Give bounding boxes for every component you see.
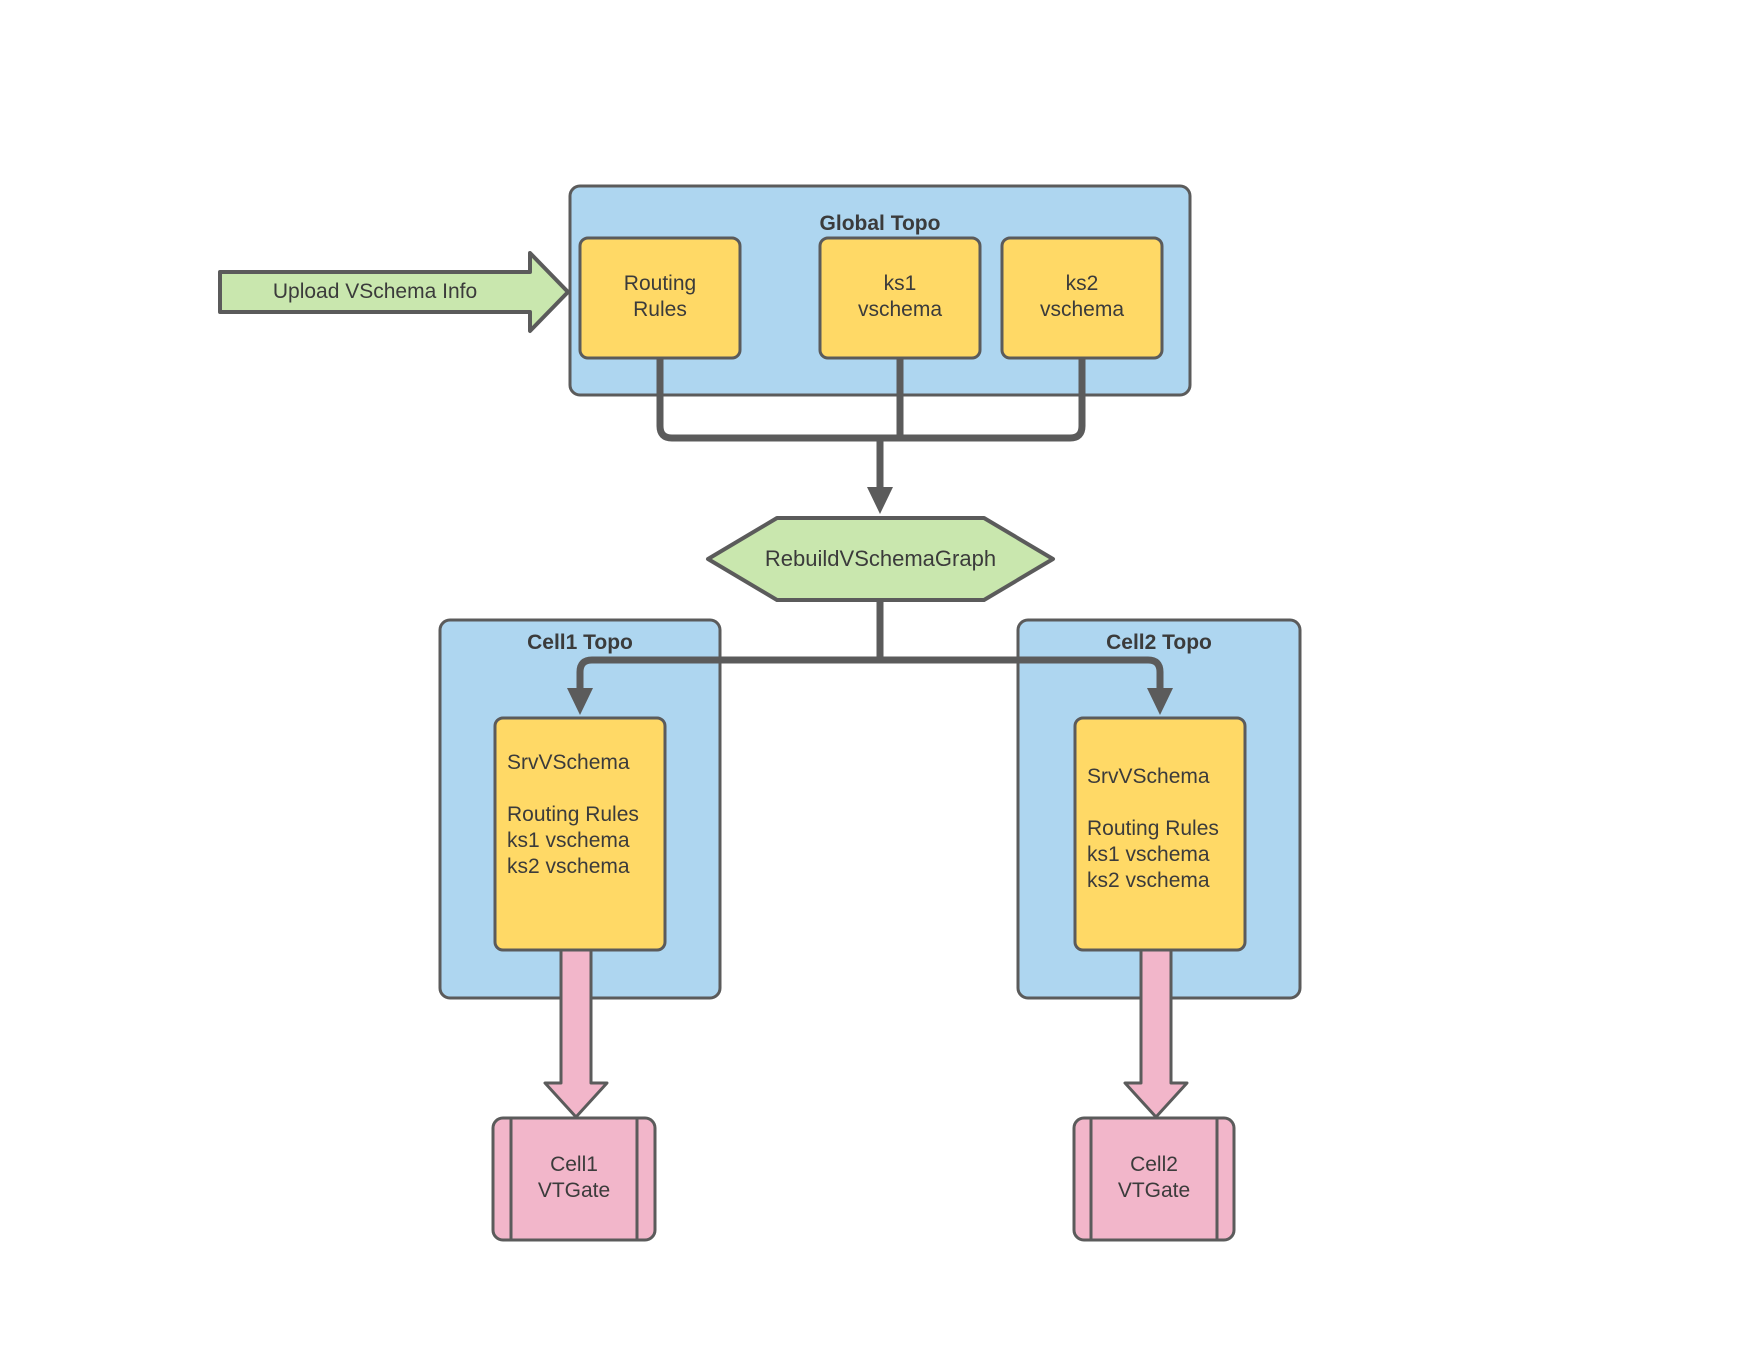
arrowhead-into-rebuild-icon	[867, 487, 893, 514]
routing-rules-label: Routing Rules	[623, 272, 697, 321]
cell2-topo-title: Cell2 Topo	[1106, 631, 1212, 654]
arrowhead-into-cell2-icon	[1147, 688, 1173, 715]
cell1-vtgate-shape	[491, 1116, 657, 1242]
cell2-vtgate-arrow	[1123, 946, 1189, 1119]
cell2-srvvschema-label: SrvVSchema Routing Rules ks1 vschema ks2…	[1087, 765, 1219, 892]
connector-collector-line	[656, 356, 1086, 442]
cell1-vtgate-arrow	[543, 946, 609, 1119]
cell2-vtgate-label: Cell2 VTGate	[1117, 1153, 1191, 1202]
routing-rules-node	[578, 236, 742, 360]
arrowhead-into-cell1-icon	[567, 688, 593, 715]
cell2-srvvschema-node	[1073, 716, 1247, 952]
cell1-srvvschema-label: SrvVSchema Routing Rules ks1 vschema ks2…	[507, 751, 639, 878]
ks1-vschema-node	[818, 236, 982, 360]
upload-vschema-arrow-label: Upload VSchema Info	[272, 280, 478, 303]
rebuild-hexagon-shape	[706, 516, 1055, 602]
connector-split-line	[576, 656, 1164, 692]
ks1-vschema-label: ks1 vschema	[857, 272, 943, 321]
cell1-srvvschema-node	[493, 716, 667, 952]
cell1-vtgate-label: Cell1 VTGate	[537, 1153, 611, 1202]
global-topo-title: Global Topo	[819, 212, 941, 235]
rebuild-hexagon-label: RebuildVSchemaGraph	[764, 546, 997, 571]
ks2-vschema-node	[1000, 236, 1164, 360]
cell2-vtgate-shape	[1072, 1116, 1236, 1242]
cell1-topo-title: Cell1 Topo	[527, 631, 633, 654]
ks2-vschema-label: ks2 vschema	[1039, 272, 1125, 321]
upload-vschema-arrow-shape	[218, 251, 570, 333]
